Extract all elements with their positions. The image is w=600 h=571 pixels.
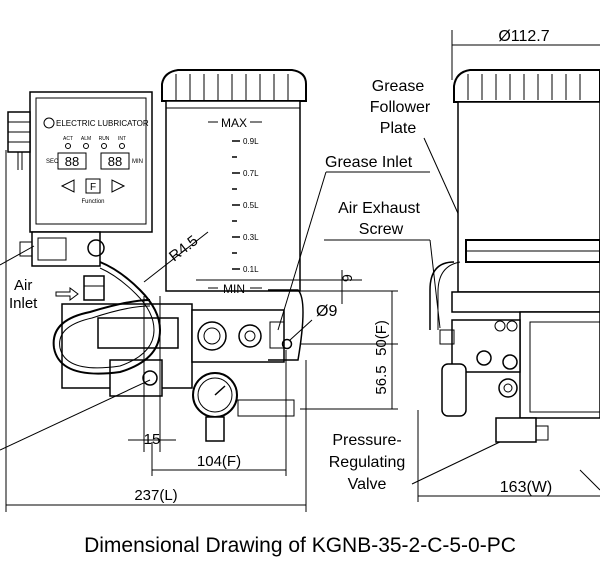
grease-inlet-label: Grease Inlet	[325, 154, 413, 171]
grease-follower-label-1: Grease	[372, 78, 425, 95]
dim-50f: 50(F)	[373, 320, 390, 356]
function-key	[85, 178, 101, 194]
function-key-label: F	[90, 182, 96, 193]
panel-sec: SEC	[46, 159, 59, 165]
air-exhaust-label-1: Air Exhaust	[338, 200, 420, 217]
display-left-digits: 88	[65, 154, 79, 169]
valve-label-3: Valve	[348, 476, 387, 493]
side-reservoir-body	[457, 101, 600, 293]
led-run: RUN	[99, 136, 110, 142]
display-left	[57, 152, 87, 170]
dim-237l: 237(L)	[134, 487, 177, 504]
air-inlet-arrow	[55, 287, 79, 301]
side-reservoir-cap	[453, 69, 600, 103]
led-int: INT	[118, 136, 126, 142]
dim-56-5: 56.5	[373, 365, 390, 394]
valve-label-2: Regulating	[329, 454, 406, 471]
max-label: MAX	[221, 116, 247, 130]
panel-title: ELECTRIC LUBRICATOR	[56, 119, 149, 128]
air-inlet-label-1: Air	[14, 277, 32, 294]
level-scale	[232, 140, 240, 270]
right-arrow-key	[111, 179, 126, 193]
led-alm: ALM	[81, 136, 91, 142]
manifold-block	[191, 309, 285, 363]
scale-0-3l: 0.3L	[243, 233, 259, 242]
scale-0-1l: 0.1L	[243, 265, 259, 274]
grease-follower-label-3: Plate	[380, 120, 417, 137]
valve-label-1: Pressure-	[332, 432, 401, 449]
dim-104f: 104(F)	[197, 453, 241, 470]
scale-0-9l: 0.9L	[243, 137, 259, 146]
cap-ribs	[175, 74, 289, 100]
dim-15: 15	[144, 431, 161, 448]
drawing-caption: Dimensional Drawing of KGNB-35-2-C-5-0-P…	[84, 534, 516, 557]
controller-box	[29, 91, 153, 233]
air-inlet-label-2: Inlet	[9, 295, 38, 312]
dim-163w: 163(W)	[500, 479, 552, 496]
scale-0-5l: 0.5L	[243, 201, 259, 210]
led-act: ACT	[63, 136, 73, 142]
diameter-9: Ø9	[316, 303, 337, 320]
panel-min: MIN	[132, 159, 143, 165]
scale-0-7l: 0.7L	[243, 169, 259, 178]
dim-9: 9	[339, 274, 355, 282]
function-label: Function	[81, 199, 104, 205]
air-exhaust-label-2: Screw	[359, 221, 404, 238]
mounting-bracket	[268, 289, 304, 361]
air-inlet-fitting	[83, 275, 105, 301]
grease-follower-label-2: Follower	[370, 99, 431, 116]
side-base	[451, 291, 600, 313]
reservoir-cap	[161, 69, 307, 102]
reservoir-body	[165, 100, 301, 292]
display-right-digits: 88	[108, 154, 122, 169]
display-right	[100, 152, 130, 170]
left-arrow-key	[60, 179, 75, 193]
diameter-top: Ø112.7	[498, 28, 549, 45]
side-gauge	[441, 363, 467, 417]
mounting-hole	[281, 338, 293, 350]
air-tube	[52, 261, 162, 375]
min-label: MIN	[223, 282, 245, 296]
